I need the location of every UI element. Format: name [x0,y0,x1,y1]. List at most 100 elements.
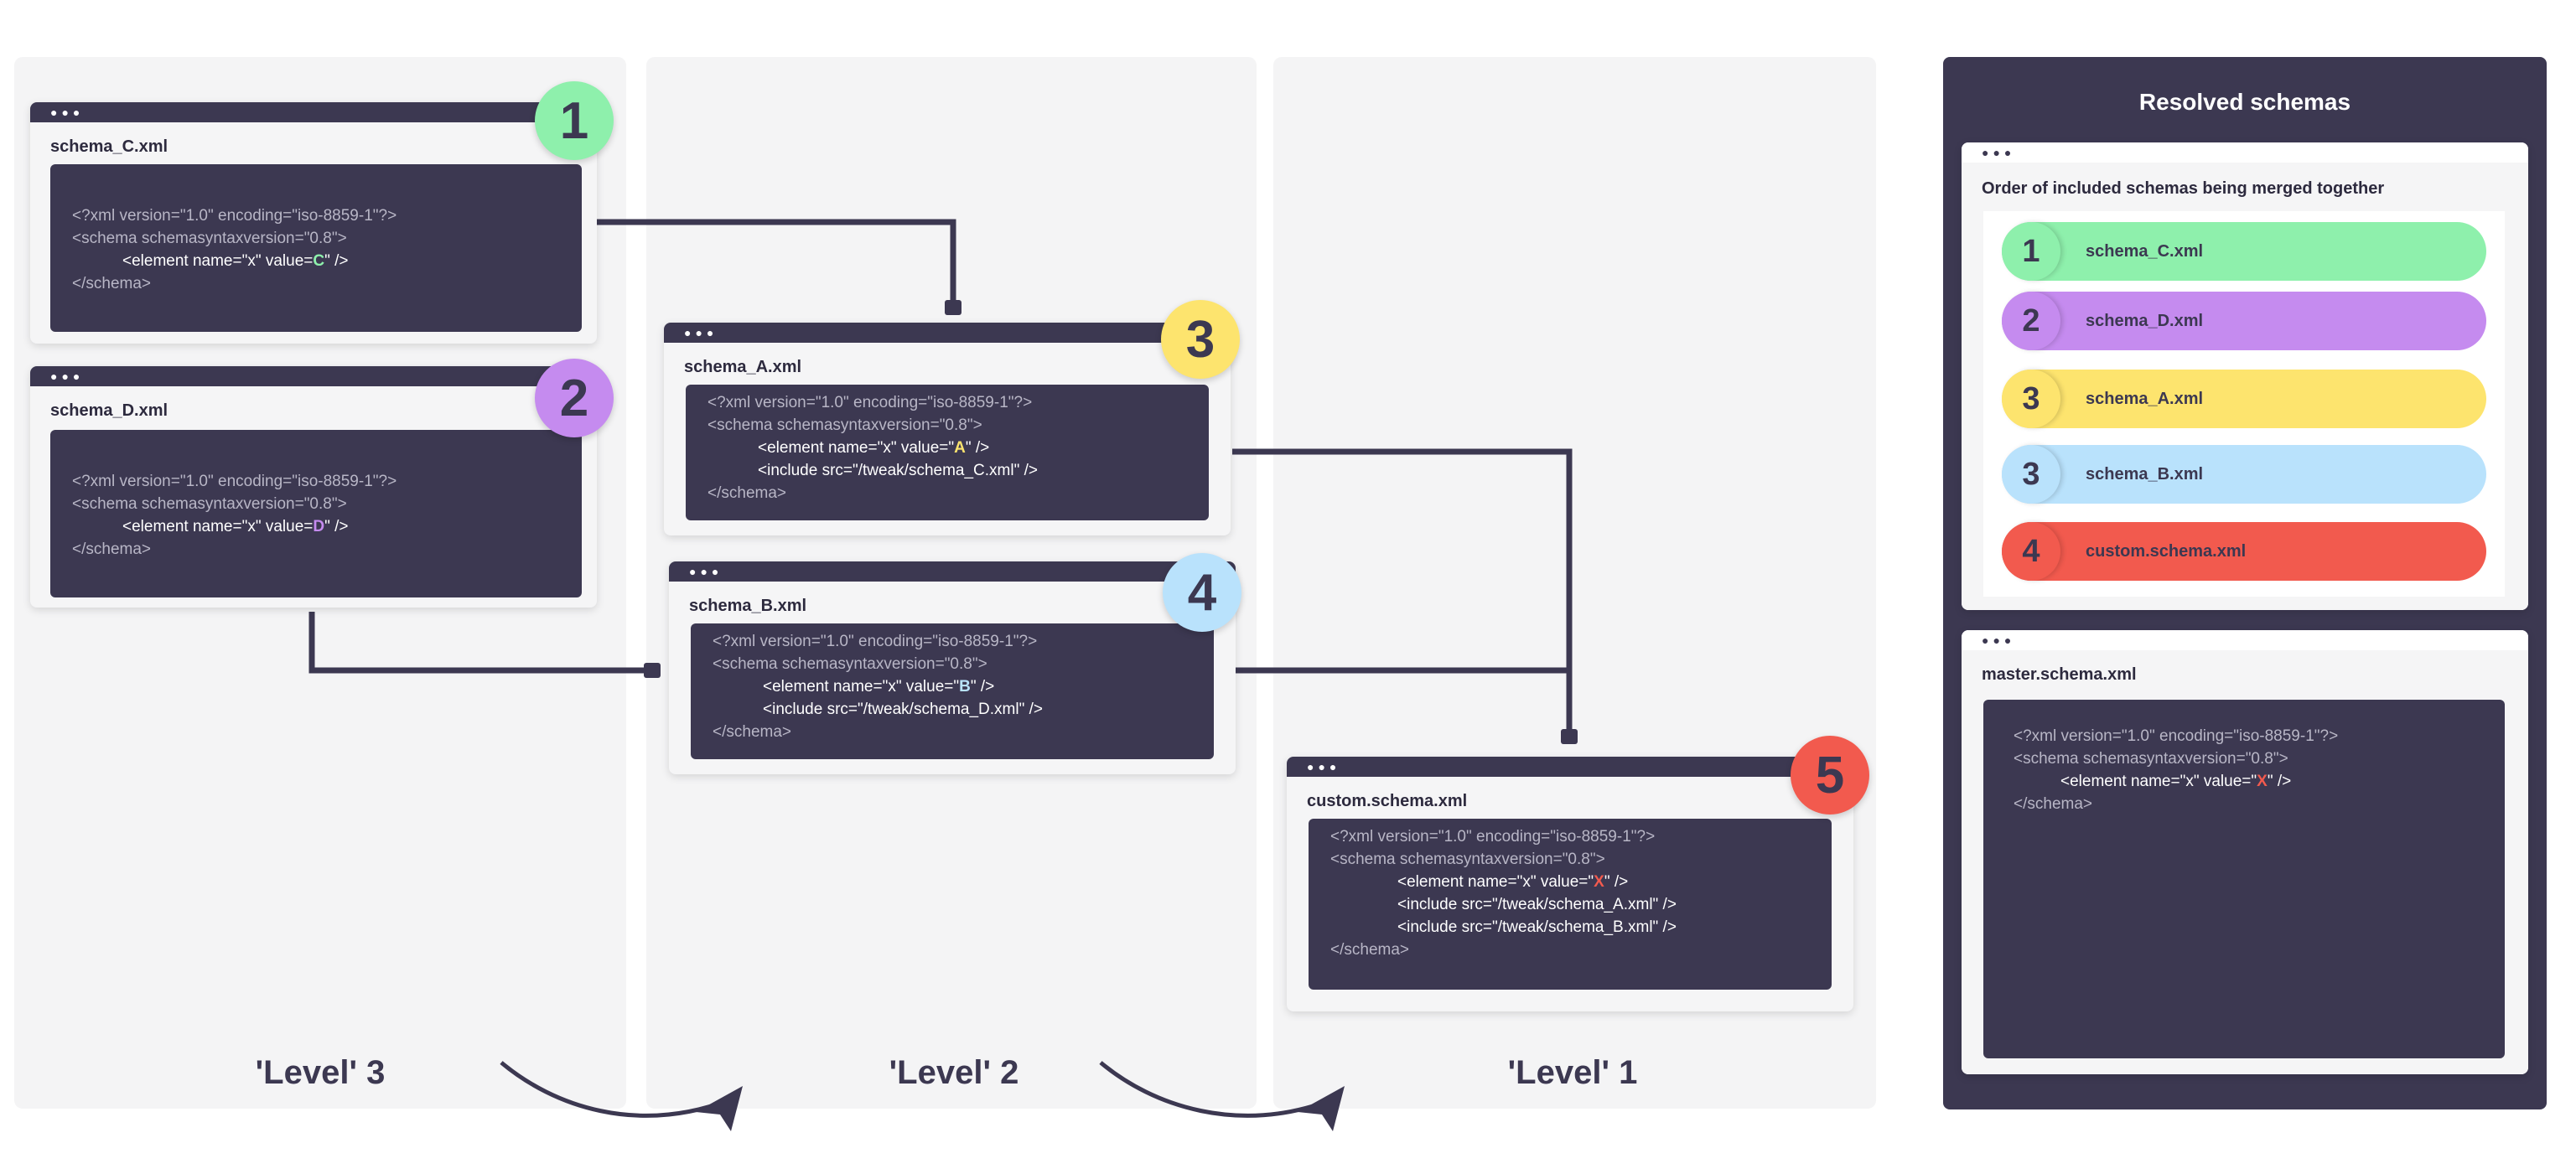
code-line: </schema> [72,275,151,292]
schema-b-card: ●●● schema_B.xml <?xml version="1.0" enc… [669,561,1236,774]
master-schema-card: ●●● master.schema.xml <?xml version="1.0… [1962,630,2528,1074]
include-line: <include src="/tweak/schema_B.xml" /> [1397,918,1677,936]
code-line: <?xml version="1.0" encoding="iso-8859-1… [1330,828,1656,846]
order-item-2: 2 schema_D.xml [2002,292,2486,350]
include-line: <include src="/tweak/schema_C.xml" /> [758,462,1038,479]
element-line: <element name="x" value=D" /> [122,518,349,535]
flow-arrow-1 [500,1061,732,1118]
window-bar: ●●● [664,323,1231,343]
order-title: Order of included schemas being merged t… [1982,179,2385,198]
file-title: schema_B.xml [689,597,807,615]
element-value: A [954,439,966,457]
element-value: X [1594,873,1604,891]
element-value: C [313,252,325,270]
code-line: <?xml version="1.0" encoding="iso-8859-1… [707,394,1033,411]
connector-c-to-a [595,219,956,306]
code-block: <?xml version="1.0" encoding="iso-8859-1… [50,430,582,597]
order-item-3: 3 schema_A.xml [2002,370,2486,428]
order-number: 1 [2002,222,2060,281]
code-line: <schema schemasyntaxversion="0.8"> [72,230,347,247]
code-block: <?xml version="1.0" encoding="iso-8859-1… [1309,819,1832,990]
file-title: schema_D.xml [50,401,168,420]
window-dots-icon: ●●● [1982,634,2016,647]
order-file-name: schema_A.xml [2086,390,2204,408]
code-line: <schema schemasyntaxversion="0.8"> [2014,750,2288,768]
code-line: </schema> [713,723,791,741]
code-line: <?xml version="1.0" encoding="iso-8859-1… [72,473,397,490]
order-file-name: schema_B.xml [2086,465,2204,484]
window-dots-icon: ●●● [50,370,85,383]
schema-c-card: ●●● schema_C.xml <?xml version="1.0" enc… [30,102,597,344]
badge-5: 5 [1791,736,1869,815]
order-file-name: schema_D.xml [2086,312,2204,330]
window-dots-icon: ●●● [1982,146,2016,159]
flow-arrow-1-head [696,1086,743,1131]
code-line: <?xml version="1.0" encoding="iso-8859-1… [72,207,397,225]
code-line: <?xml version="1.0" encoding="iso-8859-1… [2014,727,2339,745]
order-item-5: 4 custom.schema.xml [2002,522,2486,581]
connector-d-to-b [308,612,654,674]
connector-end-a [945,300,961,315]
order-number: 3 [2002,445,2060,504]
level1-label: 'Level' 1 [1507,1054,1638,1091]
connector-end-b [644,663,661,678]
element-line: <element name="x" value="X" /> [2060,773,2292,790]
badge-3: 3 [1161,300,1240,379]
order-file-name: custom.schema.xml [2086,542,2247,561]
include-line: <include src="/tweak/schema_A.xml" /> [1397,896,1677,913]
schema-d-card: ●●● schema_D.xml <?xml version="1.0" enc… [30,366,597,608]
code-line: <schema schemasyntaxversion="0.8"> [72,495,347,513]
include-line: <include src="/tweak/schema_D.xml" /> [763,701,1043,718]
code-line: <schema schemasyntaxversion="0.8"> [707,416,982,434]
window-dots-icon: ●●● [1307,760,1341,773]
order-number: 3 [2002,370,2060,428]
connector-a-to-custom [1232,448,1573,737]
order-item-1: 1 schema_C.xml [2002,222,2486,281]
element-value: D [313,518,325,535]
code-line: <schema schemasyntaxversion="0.8"> [1330,851,1605,868]
code-block: <?xml version="1.0" encoding="iso-8859-1… [691,623,1214,759]
code-line: </schema> [72,540,151,558]
element-line: <element name="x" value=C" /> [122,252,349,270]
custom-schema-card: ●●● custom.schema.xml <?xml version="1.0… [1287,757,1853,1011]
file-title: schema_C.xml [50,137,168,156]
connector-end-custom [1561,729,1578,744]
file-title: schema_A.xml [684,358,802,376]
file-title: custom.schema.xml [1307,792,1468,810]
code-line: </schema> [1330,941,1409,959]
element-line: <element name="x" value="A" /> [758,439,990,457]
badge-4: 4 [1163,553,1241,632]
flow-arrow-2 [1099,1061,1334,1118]
window-bar: ●●● [669,561,1236,582]
code-block: <?xml version="1.0" encoding="iso-8859-1… [1983,700,2505,1058]
order-item-4: 3 schema_B.xml [2002,445,2486,504]
badge-1: 1 [535,81,614,160]
element-value: X [2257,773,2268,790]
badge-2: 2 [535,359,614,437]
panel-title: Resolved schemas [2138,89,2351,115]
order-number: 2 [2002,292,2060,350]
code-block: <?xml version="1.0" encoding="iso-8859-1… [686,385,1209,520]
window-bar: ●●● [30,366,597,386]
schema-a-card: ●●● schema_A.xml <?xml version="1.0" enc… [664,323,1231,535]
code-line: <schema schemasyntaxversion="0.8"> [713,655,987,673]
code-block: <?xml version="1.0" encoding="iso-8859-1… [50,164,582,332]
level3-label: 'Level' 3 [255,1054,386,1091]
file-title: master.schema.xml [1982,665,2137,684]
window-bar: ●●● [30,102,597,122]
flow-arrow-2-head [1298,1086,1345,1131]
element-line: <element name="x" value="X" /> [1397,873,1629,891]
element-line: <element name="x" value="B" /> [763,678,995,696]
code-line: </schema> [707,484,786,502]
level2-label: 'Level' 2 [889,1054,1019,1091]
window-bar: ●●● [1962,142,2528,163]
code-line: </schema> [2014,795,2092,813]
window-bar: ●●● [1287,757,1853,777]
window-bar: ●●● [1962,630,2528,650]
window-dots-icon: ●●● [50,106,85,119]
element-value: B [959,678,971,696]
window-dots-icon: ●●● [689,565,723,578]
order-file-name: schema_C.xml [2086,242,2204,261]
order-number: 4 [2002,522,2060,581]
